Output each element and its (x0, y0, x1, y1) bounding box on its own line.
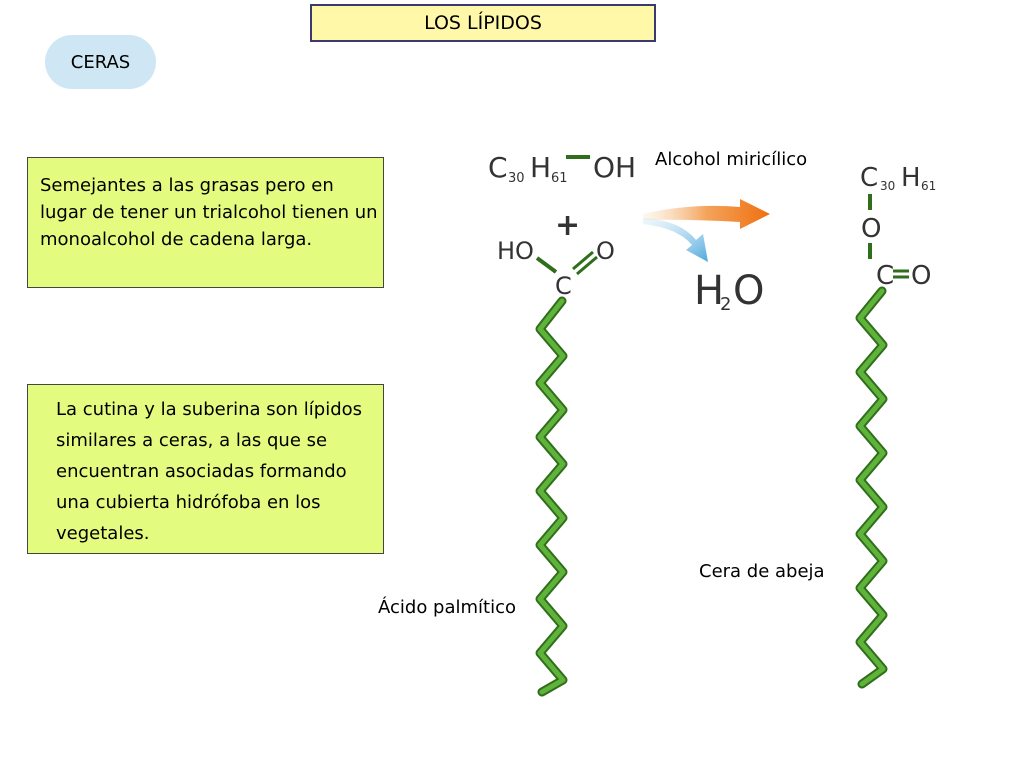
section-label: CERAS (45, 35, 156, 89)
acid-ho-group: HO (497, 237, 534, 265)
product-label: Cera de abeja (699, 561, 825, 582)
product-c-symbol: C (860, 163, 878, 193)
acid-c-atom: C (555, 272, 572, 300)
beeswax-chain-highlight (857, 288, 886, 687)
plus-sign: + (555, 208, 580, 243)
acid-double-bond-b (576, 255, 598, 276)
alcohol-h-symbol: H (530, 151, 551, 184)
water-h-symbol: H (694, 268, 724, 314)
alcohol-formula: C 30 H 61 OH (488, 151, 636, 186)
acid-double-bond-a (572, 250, 594, 271)
water-molecule: H 2 O (694, 268, 764, 315)
alcohol-label: Alcohol miricílico (655, 149, 808, 170)
water-o-symbol: O (733, 268, 764, 314)
product-c-subscript: 30 (880, 179, 895, 193)
alcohol-h-subscript: 61 (551, 171, 568, 186)
product-o-link: O (861, 214, 881, 244)
alcohol-oh-group: OH (593, 151, 636, 184)
water-subscript: 2 (720, 294, 731, 315)
page-title: LOS LÍPIDOS (310, 4, 656, 42)
acid-head-group: HO O C (497, 237, 615, 300)
product-h-subscript: 61 (921, 179, 936, 193)
product-h-symbol: H (901, 163, 921, 193)
product-o-atom: O (911, 261, 931, 291)
palmitic-acid-chain-highlight (537, 298, 566, 695)
definition-note: Semejantes a las grasas pero en lugar de… (27, 157, 384, 288)
acid-o-atom: O (596, 237, 615, 265)
acid-single-bond (535, 256, 558, 274)
alcohol-c-subscript: 30 (508, 171, 525, 186)
alcohol-c-symbol: C (488, 151, 508, 184)
cutin-suberin-note: La cutina y la suberina son lípidos simi… (27, 384, 384, 554)
acid-label: Ácido palmítico (378, 597, 517, 618)
product-c-atom: C (876, 261, 894, 291)
product-head-group: C 30 H 61 O C O (860, 163, 936, 291)
water-release-arrow (643, 218, 708, 262)
reaction-arrow (643, 199, 770, 229)
